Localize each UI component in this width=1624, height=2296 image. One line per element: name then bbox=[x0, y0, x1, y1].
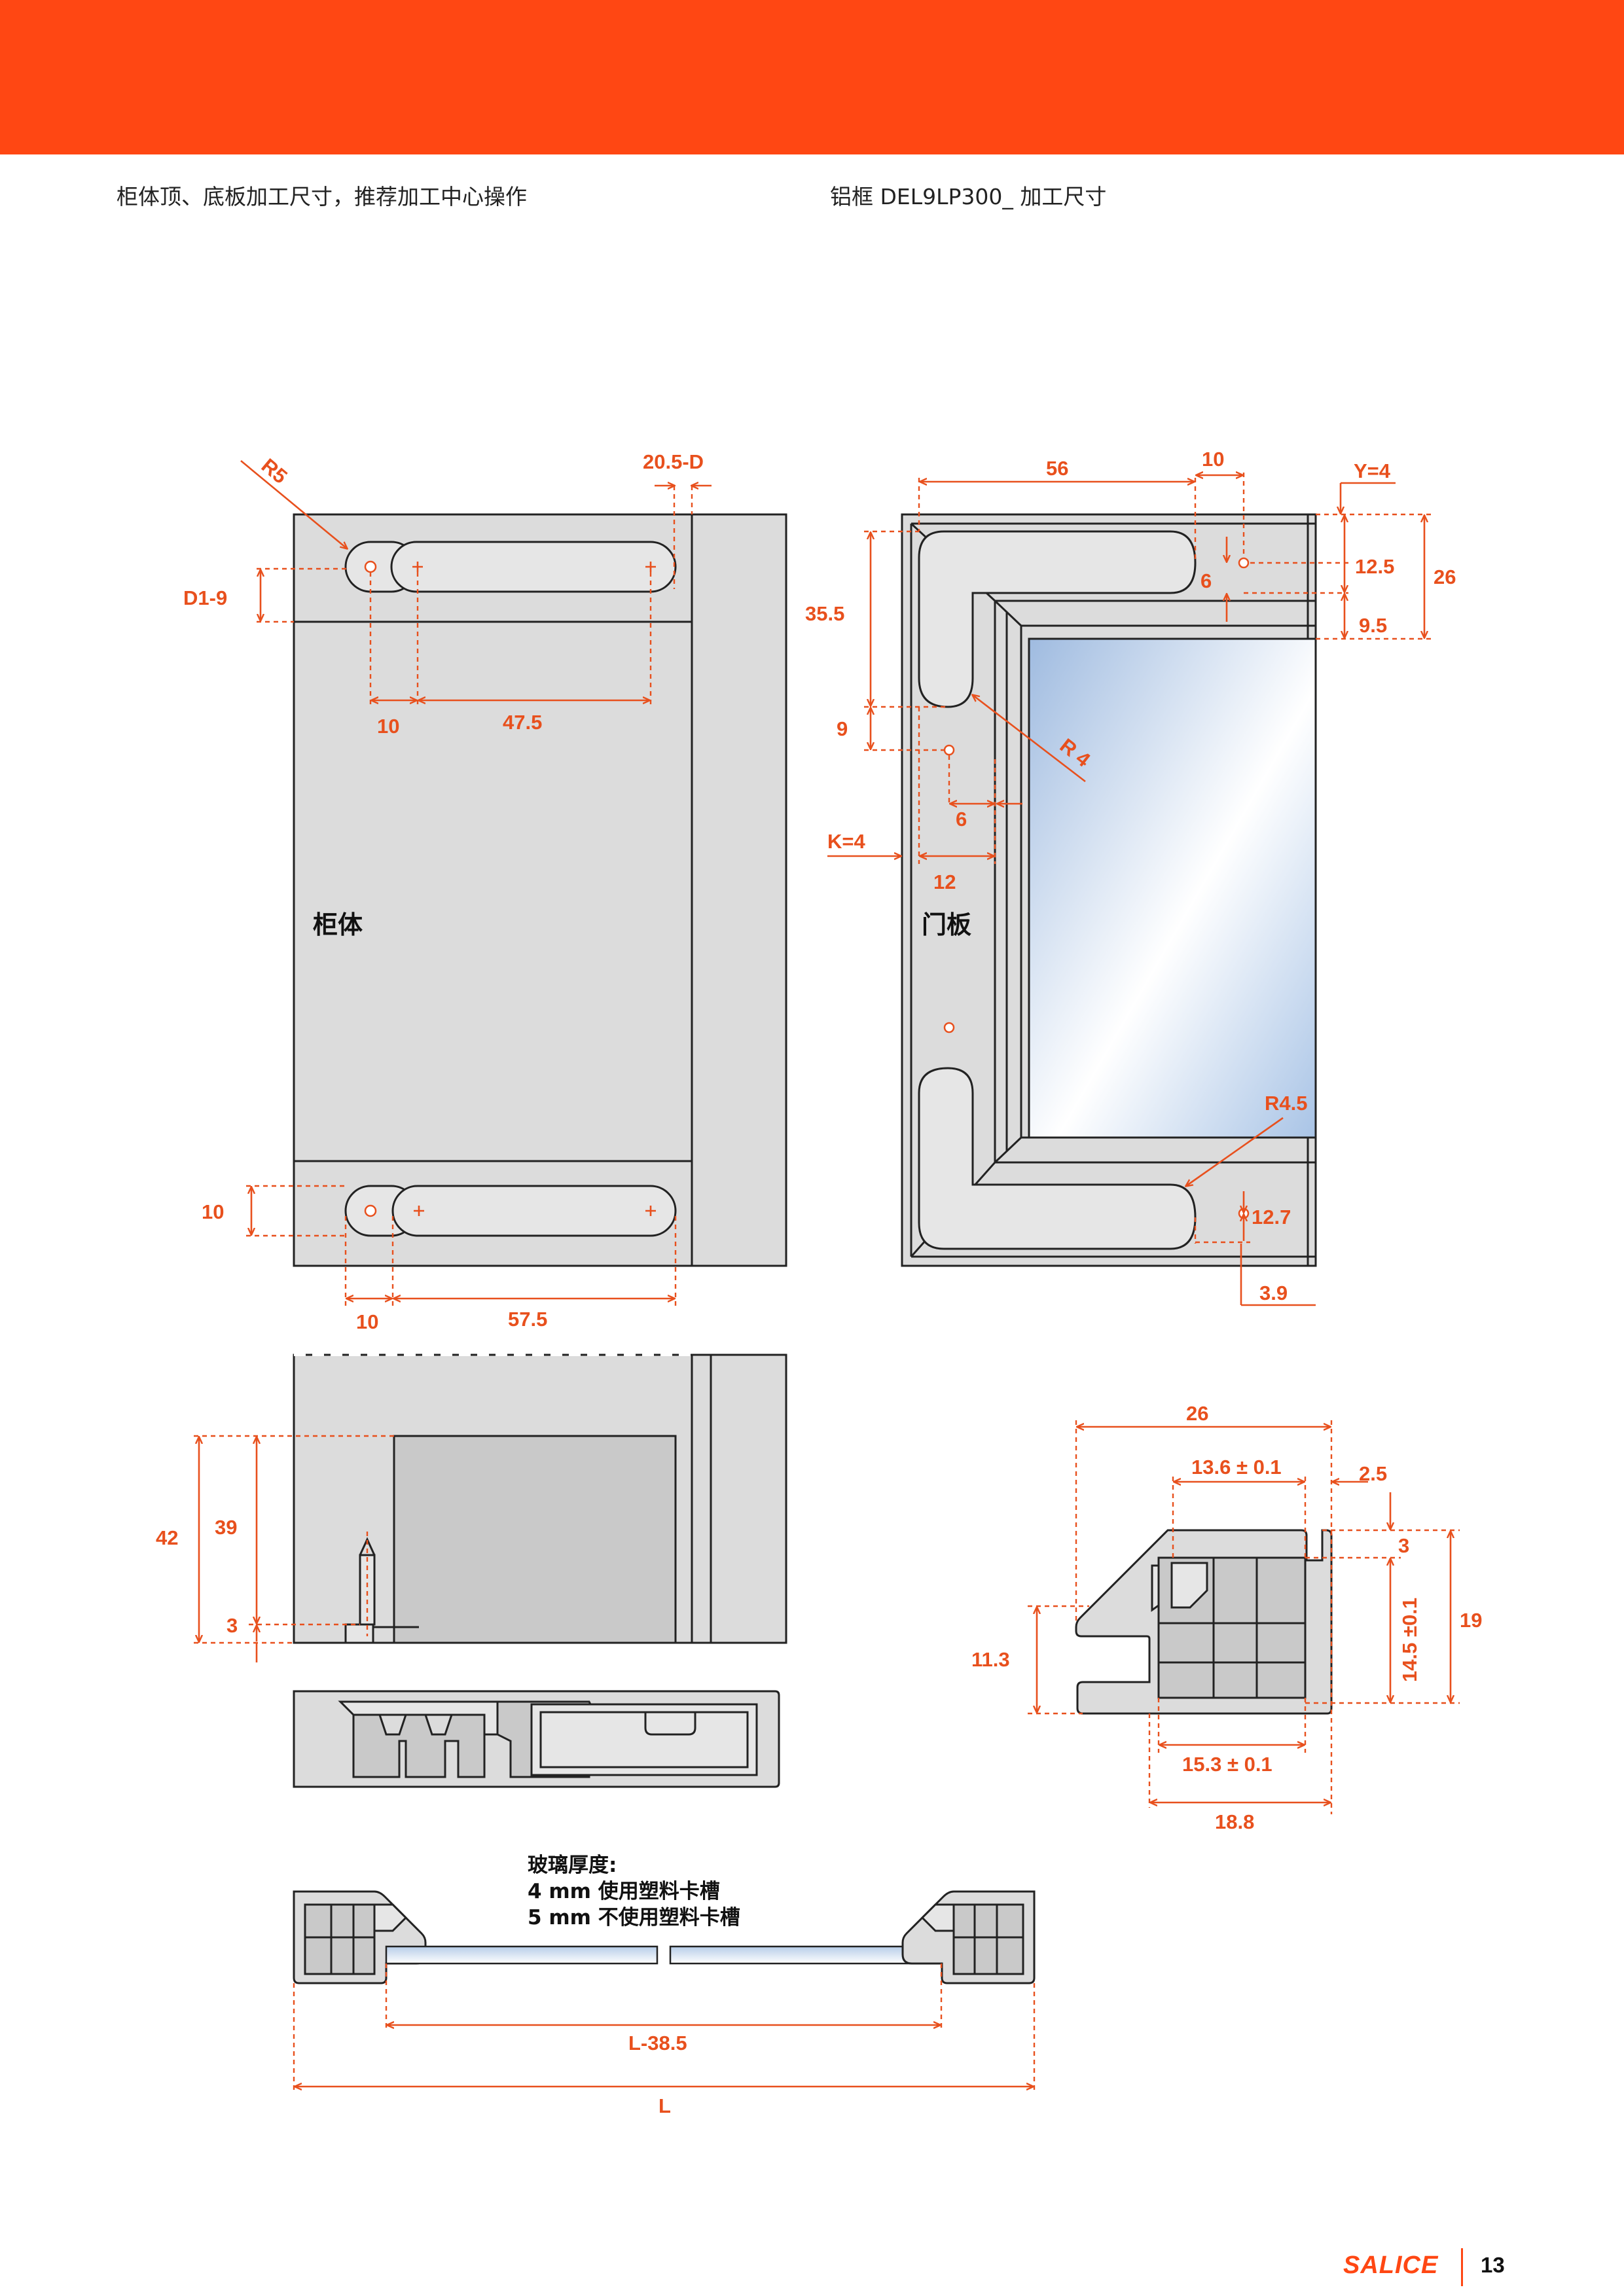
dim-top-47-5: 47.5 bbox=[503, 711, 542, 734]
header-bar bbox=[0, 0, 1624, 154]
dim-35-5: 35.5 bbox=[805, 602, 844, 625]
door-frame-view bbox=[901, 513, 1317, 1267]
dim-profile-26: 26 bbox=[1186, 1402, 1208, 1425]
dim-12-5: 12.5 bbox=[1355, 555, 1394, 578]
glass-assembly-section bbox=[293, 1890, 1036, 1984]
dim-56: 56 bbox=[1046, 457, 1068, 480]
glass-note-5mm: 5 mm 不使用塑料卡槽 bbox=[528, 1906, 740, 1929]
dim-13-6: 13.6 ± 0.1 bbox=[1191, 1456, 1282, 1479]
dim-profile-3: 3 bbox=[1398, 1534, 1409, 1557]
frame-profile-section bbox=[1075, 1529, 1333, 1715]
cabinet-section-title: 柜体顶、底板加工尺寸，推荐加工中心操作 bbox=[117, 184, 527, 209]
glass-note-title: 玻璃厚度: bbox=[528, 1854, 617, 1877]
dim-9: 9 bbox=[837, 717, 848, 740]
dim-2-5: 2.5 bbox=[1359, 1462, 1387, 1485]
dim-19: 19 bbox=[1460, 1609, 1482, 1632]
frame-section-title: 铝框 DEL9LP300_ 加工尺寸 bbox=[830, 184, 1107, 209]
cabinet-label: 柜体 bbox=[313, 910, 363, 939]
cabinet-section-view bbox=[293, 1354, 787, 1644]
dim-14-5: 14.5 ±0.1 bbox=[1398, 1598, 1421, 1682]
dim-18-8: 18.8 bbox=[1215, 1810, 1254, 1833]
glass-dimensions: L-38.5 L bbox=[293, 1964, 1036, 2117]
dim-bottom-57-5: 57.5 bbox=[508, 1308, 547, 1331]
dim-12-7: 12.7 bbox=[1252, 1206, 1291, 1229]
page-number: 13 bbox=[1481, 2253, 1505, 2277]
dim-top-10: 10 bbox=[377, 715, 399, 738]
dim-9-5: 9.5 bbox=[1359, 614, 1387, 637]
dim-6a: 6 bbox=[1200, 569, 1212, 592]
dim-15-3: 15.3 ± 0.1 bbox=[1182, 1753, 1272, 1776]
dim-left-10: 10 bbox=[202, 1200, 224, 1223]
profile-dimensions: 26 13.6 ± 0.1 2.5 3 14.5 ±0.1 19 11.3 15… bbox=[971, 1402, 1482, 1833]
dim-k4: K=4 bbox=[827, 830, 865, 853]
dim-26: 26 bbox=[1434, 565, 1456, 588]
footer-divider bbox=[1461, 2248, 1463, 2286]
glass-note: 玻璃厚度: 4 mm 使用塑料卡槽 5 mm 不使用塑料卡槽 bbox=[528, 1854, 740, 1929]
dim-10: 10 bbox=[1202, 448, 1224, 471]
dim-12: 12 bbox=[933, 870, 956, 893]
dim-3-9: 3.9 bbox=[1259, 1282, 1288, 1304]
dim-d1-9: D1-9 bbox=[183, 586, 227, 609]
cabinet-section-dimensions: 42 39 3 bbox=[156, 1435, 394, 1662]
dim-42: 42 bbox=[156, 1526, 178, 1549]
door-label: 门板 bbox=[922, 910, 971, 939]
dim-l: L bbox=[659, 2094, 671, 2117]
dim-11-3: 11.3 bbox=[971, 1648, 1010, 1671]
cabinet-top-view bbox=[293, 513, 787, 1267]
dim-20-5-d: 20.5-D bbox=[643, 450, 704, 473]
dim-r5: R5 bbox=[257, 454, 292, 488]
dim-r4-5: R4.5 bbox=[1265, 1092, 1307, 1115]
salice-logo: SALICE bbox=[1343, 2251, 1439, 2279]
dim-6b: 6 bbox=[956, 808, 967, 831]
dim-39: 39 bbox=[215, 1516, 237, 1539]
dim-y4: Y=4 bbox=[1354, 459, 1391, 482]
hinge-profile-strip bbox=[293, 1690, 780, 1788]
dim-bottom-10: 10 bbox=[356, 1310, 378, 1333]
dim-3: 3 bbox=[226, 1614, 238, 1637]
glass-note-4mm: 4 mm 使用塑料卡槽 bbox=[528, 1880, 720, 1903]
dim-l-38-5: L-38.5 bbox=[628, 2032, 687, 2054]
